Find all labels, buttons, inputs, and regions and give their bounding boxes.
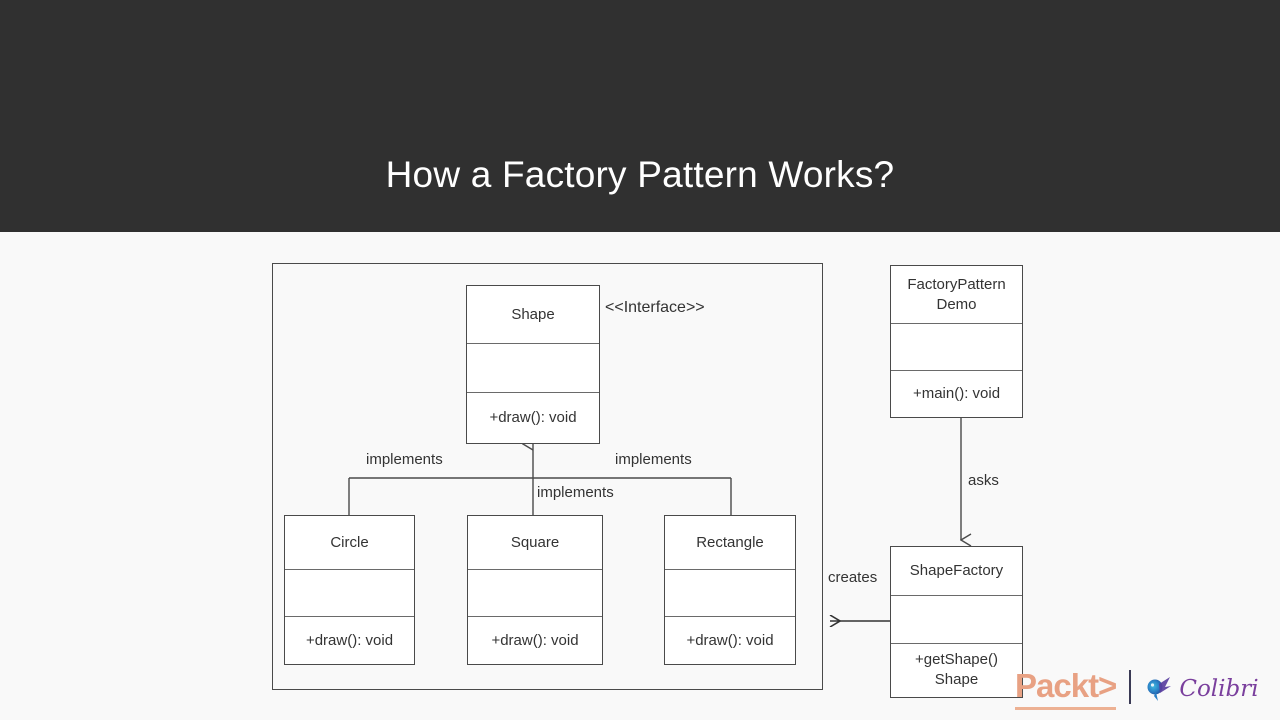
colibri-logo: Colibri <box>1144 674 1259 704</box>
uml-class-factory-pattern-demo[interactable]: FactoryPattern Demo +main(): void <box>890 265 1023 418</box>
packt-logo: Packt> <box>1015 668 1117 710</box>
uml-class-rectangle[interactable]: Rectangle +draw(): void <box>664 515 796 665</box>
uml-class-shape-factory-attributes <box>891 596 1022 644</box>
uml-class-circle[interactable]: Circle +draw(): void <box>284 515 415 665</box>
hummingbird-icon <box>1147 677 1172 701</box>
branding-area: Packt> Colibri <box>1015 665 1270 713</box>
uml-class-square-operations: +draw(): void <box>491 631 579 649</box>
uml-class-square-name: Square <box>468 516 602 570</box>
edge-label-implements-circle: implements <box>366 451 443 468</box>
uml-class-square-attributes <box>468 570 602 617</box>
uml-class-circle-attributes <box>285 570 414 617</box>
uml-class-shape-attributes <box>467 344 599 393</box>
edge-label-implements-square: implements <box>537 484 614 501</box>
edge-label-creates: creates <box>828 569 878 586</box>
uml-class-circle-name: Circle <box>285 516 414 570</box>
shape-hierarchy-frame <box>272 263 823 690</box>
shape-stereotype-label: <<Interface>> <box>605 299 705 316</box>
uml-class-factory-pattern-demo-name: FactoryPattern Demo <box>891 266 1022 324</box>
uml-class-shape-operations: +draw(): void <box>489 409 577 426</box>
uml-class-rectangle-attributes <box>665 570 795 617</box>
uml-class-shape[interactable]: Shape +draw(): void <box>466 285 600 444</box>
uml-class-rectangle-name: Rectangle <box>665 516 795 570</box>
brand-divider <box>1129 670 1132 704</box>
uml-class-factory-pattern-demo-attributes <box>891 324 1022 371</box>
colibri-wordmark: Colibri <box>1179 676 1259 702</box>
uml-class-circle-operations: +draw(): void <box>305 631 394 649</box>
uml-class-rectangle-operations: +draw(): void <box>686 631 774 649</box>
slide-header-band <box>0 0 1280 232</box>
edge-label-implements-rectangle: implements <box>615 451 692 468</box>
uml-class-shape-name: Shape <box>467 286 599 344</box>
slide-body <box>0 232 1280 720</box>
edge-label-asks: asks <box>968 472 999 489</box>
uml-class-factory-pattern-demo-operations: +main(): void <box>912 385 1001 402</box>
uml-class-shape-factory-operations: +getShape() Shape <box>915 651 998 689</box>
uml-class-square[interactable]: Square +draw(): void <box>467 515 603 665</box>
uml-class-shape-factory[interactable]: ShapeFactory +getShape() Shape <box>890 546 1023 698</box>
uml-class-shape-factory-name: ShapeFactory <box>891 547 1022 597</box>
page-title: How a Factory Pattern Works? <box>385 154 895 195</box>
